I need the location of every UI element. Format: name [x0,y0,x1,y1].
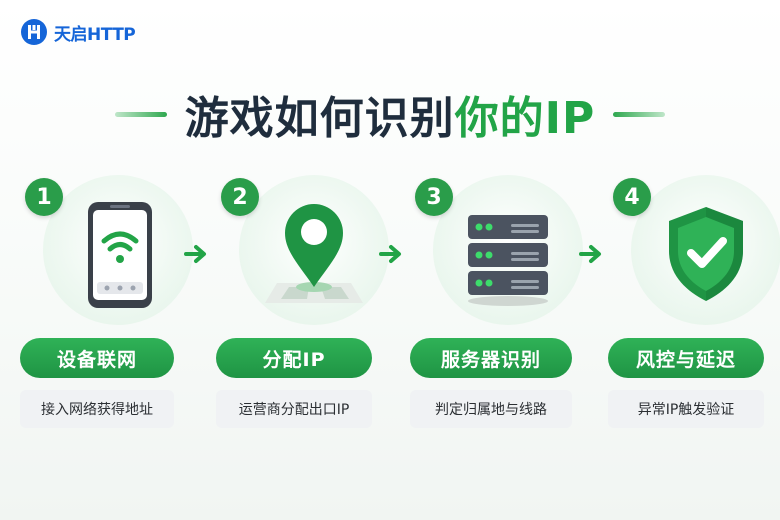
step-4-number: 4 [613,178,651,216]
brand-logo: 天启HTTP [20,18,136,46]
step-3-number: 3 [415,178,453,216]
title-decoration-left [114,111,167,117]
step-1-number: 1 [25,178,63,216]
page-title-main: 游戏如何识别 [184,93,455,144]
step-3-label: 服务器识别 [410,338,572,378]
page-title: 游戏如何识别你的IP [185,82,596,146]
smartphone-wifi-icon [88,202,152,308]
step-1-label: 设备联网 [20,338,174,378]
step-2-desc: 运营商分配出口IP [216,390,372,428]
step-2-label: 分配IP [216,338,372,378]
step-3-desc: 判定归属地与线路 [410,390,572,428]
step-1-desc: 接入网络获得地址 [20,390,174,428]
server-rack-icon [468,215,548,306]
arrow-right-icon [379,245,401,263]
brand-logo-icon [21,19,47,45]
step-2-number: 2 [221,178,259,216]
shield-check-icon [669,207,743,301]
page-title-accent: 你的IP [454,93,596,144]
step-4-label: 风控与延迟 [608,338,764,378]
brand-name: 天启HTTP [54,24,136,45]
title-decoration-right [613,111,666,117]
arrow-right-icon [579,245,601,263]
location-pin-icon [265,204,363,303]
arrow-right-icon [184,245,206,263]
step-4-desc: 异常IP触发验证 [608,390,764,428]
page-title-row: 游戏如何识别你的IP [0,82,780,146]
